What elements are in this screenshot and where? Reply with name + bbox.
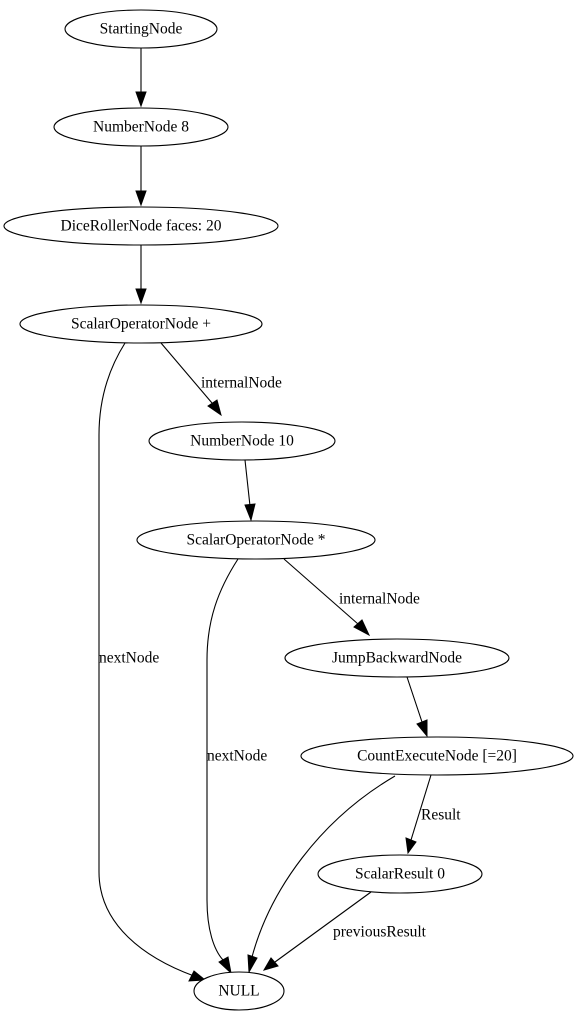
node-number10: NumberNode 10 [148, 421, 336, 461]
edge-dice-to-scalar-plus [135, 245, 147, 305]
edge-scalar-plus-to-number10-label: internalNode [201, 375, 282, 392]
edge-scalar-times-to-jump-backward-arrowhead [353, 619, 371, 637]
edge-scalar-plus-to-number10: internalNode [160, 342, 282, 417]
node-null: NULL [193, 971, 285, 1011]
node-null-label: NULL [218, 983, 259, 1000]
edge-starting-to-number8-arrowhead [135, 91, 147, 108]
node-number10-ellipse [148, 421, 336, 461]
node-jump-backward-ellipse [284, 638, 510, 678]
edges-layer: internalNode nextNode internalNode nextNode… [98, 48, 461, 982]
edge-count-execute-to-null [247, 775, 396, 974]
node-number10-label: NumberNode 10 [190, 433, 294, 450]
node-count-execute: CountExecuteNode [=20] [300, 736, 574, 776]
node-scalar-result-ellipse [317, 854, 483, 894]
node-count-execute-label: CountExecuteNode [=20] [357, 748, 517, 765]
node-scalar-times: ScalarOperatorNode * [136, 520, 376, 560]
node-number8-label: NumberNode 8 [93, 119, 189, 136]
edge-scalar-times-to-null-line [206, 558, 239, 961]
edge-scalar-result-to-null-label: previousResult [333, 924, 427, 941]
node-scalar-times-ellipse [136, 520, 376, 560]
node-dice-label: DiceRollerNode faces: 20 [61, 218, 222, 235]
node-scalar-plus-ellipse [19, 304, 263, 344]
edge-jump-backward-to-count-execute-arrowhead [416, 719, 428, 738]
node-null-ellipse [193, 971, 285, 1011]
edge-scalar-result-to-null-line [274, 891, 372, 963]
edge-starting-to-number8 [135, 48, 147, 108]
node-starting-label: StartingNode [100, 21, 183, 38]
edge-scalar-plus-to-number10-line [160, 342, 213, 404]
node-scalar-result: ScalarResult 0 [317, 854, 483, 894]
node-number8-ellipse [53, 107, 229, 147]
edge-count-execute-to-scalar-result-line [410, 774, 432, 841]
node-dice: DiceRollerNode faces: 20 [3, 206, 279, 246]
edge-scalar-times-to-jump-backward-line [283, 558, 359, 625]
edge-count-execute-to-null-arrowhead [247, 954, 258, 974]
node-dice-ellipse [3, 206, 279, 246]
edge-scalar-times-to-null: nextNode [206, 558, 267, 975]
node-scalar-result-label: ScalarResult 0 [355, 866, 445, 883]
node-count-execute-ellipse [300, 736, 574, 776]
edge-number10-to-scalar-times-line [244, 459, 251, 507]
edge-scalar-result-to-null: previousResult [262, 891, 427, 971]
edge-count-execute-to-scalar-result: Result [405, 774, 461, 855]
node-starting-ellipse [64, 9, 218, 49]
edge-number8-to-dice [135, 146, 147, 207]
node-jump-backward: JumpBackwardNode [284, 638, 510, 678]
node-scalar-plus-label: ScalarOperatorNode + [71, 316, 211, 333]
edge-scalar-times-to-null-arrowhead [218, 956, 232, 975]
edge-scalar-plus-to-null-arrowhead [188, 970, 207, 982]
edge-dice-to-scalar-plus-arrowhead [135, 288, 147, 305]
edge-scalar-times-to-null-label: nextNode [207, 748, 267, 765]
edge-scalar-times-to-jump-backward: internalNode [283, 558, 420, 637]
edge-scalar-plus-to-number10-arrowhead [207, 399, 222, 417]
edge-count-execute-to-scalar-result-arrowhead [405, 837, 417, 855]
edge-scalar-plus-to-null: nextNode [98, 342, 207, 982]
node-number8: NumberNode 8 [53, 107, 229, 147]
node-jump-backward-label: JumpBackwardNode [332, 650, 462, 667]
edge-count-execute-to-null-line [251, 775, 396, 958]
edge-scalar-plus-to-null-line [98, 342, 195, 977]
edge-jump-backward-to-count-execute-line [406, 676, 423, 723]
edge-count-execute-to-scalar-result-label: Result [421, 807, 461, 824]
edge-jump-backward-to-count-execute [406, 676, 428, 738]
edge-number10-to-scalar-times-arrowhead [244, 503, 256, 522]
node-scalar-times-label: ScalarOperatorNode * [186, 532, 325, 549]
edge-scalar-times-to-jump-backward-label: internalNode [339, 591, 420, 608]
node-starting: StartingNode [64, 9, 218, 49]
edge-number8-to-dice-arrowhead [135, 190, 147, 207]
edge-scalar-plus-to-null-label: nextNode [99, 650, 159, 667]
edge-scalar-result-to-null-arrowhead [262, 957, 279, 971]
edge-number10-to-scalar-times [244, 459, 256, 522]
node-scalar-plus: ScalarOperatorNode + [19, 304, 263, 344]
